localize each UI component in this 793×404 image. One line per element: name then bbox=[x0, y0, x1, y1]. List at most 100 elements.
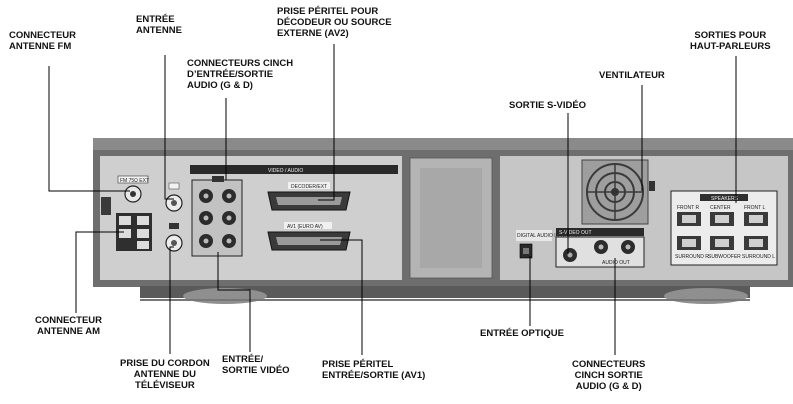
am-terminal-3 bbox=[137, 216, 149, 225]
leader-scart-av2 bbox=[318, 44, 335, 201]
label-speaker-outputs: SORTIES POUR HAUT-PARLEURS bbox=[690, 30, 771, 52]
scart-av1-pins bbox=[276, 237, 342, 245]
speaker-label-surround-r: SURROUND R bbox=[675, 254, 709, 260]
label-video-in-out-line-2: SORTIE VIDÉO bbox=[222, 365, 290, 376]
label-antenna-in-line-1: ENTRÉE bbox=[136, 14, 175, 25]
speaker-terminal-front-r-clip bbox=[682, 215, 696, 223]
label-am-antenna-line-1: CONNECTEUR bbox=[35, 315, 103, 326]
audio-out-l-core bbox=[598, 244, 604, 250]
label-svideo-out: SORTIE S-VIDÉO bbox=[509, 100, 586, 111]
speaker-terminal-subwoofer-clip bbox=[715, 239, 729, 247]
label-scart-av1-line-1: PRISE PÉRITEL bbox=[322, 359, 394, 370]
antenna-in-mark bbox=[168, 182, 180, 190]
label-speaker-outputs-line-1: SORTIES POUR bbox=[694, 30, 767, 41]
label-tv-antenna-cord-line-2: ANTENNE DU bbox=[133, 369, 196, 380]
antenna-in-core bbox=[171, 200, 177, 206]
label-scart-av2: PRISE PÉRITEL POUR DÉCODEUR OU SOURCE EX… bbox=[277, 6, 392, 39]
leader-scart-av1 bbox=[320, 239, 363, 355]
speaker-terminal-front-l: FRONT L bbox=[744, 205, 768, 226]
optical-tag-box bbox=[516, 230, 552, 241]
rca-top-tab bbox=[212, 176, 224, 182]
speaker-label-surround-l: SURROUND L bbox=[742, 254, 775, 260]
optical-in-shutter bbox=[523, 248, 529, 254]
speaker-label-front-l: FRONT L bbox=[744, 205, 766, 211]
label-fm-antenna-line-2: ANTENNE FM bbox=[9, 41, 72, 52]
label-optical-in: ENTRÉE OPTIQUE bbox=[480, 328, 564, 339]
speaker-tag-text: SPEAKERS bbox=[711, 196, 739, 202]
speaker-terminal-surround-l: SURROUND L bbox=[742, 236, 775, 260]
audio-rca-r-1-core bbox=[226, 193, 232, 199]
am-terminal-1 bbox=[119, 216, 131, 225]
fm-tag-box bbox=[117, 175, 149, 184]
optical-tag-text: DIGITAL AUDIO IN OPTICAL bbox=[517, 233, 582, 239]
am-terminal-5 bbox=[137, 241, 149, 249]
label-antenna-in: ENTRÉE ANTENNE bbox=[136, 14, 182, 36]
chassis-base bbox=[140, 286, 750, 298]
scart-upper-tag-text: DECODER/EXT bbox=[291, 184, 327, 190]
leader-lines bbox=[48, 44, 737, 355]
label-tv-antenna-cord-line-1: PRISE DU CORDON bbox=[120, 358, 210, 369]
leader-tv-cord bbox=[169, 246, 174, 354]
svideo-out-core bbox=[567, 252, 573, 258]
label-audio-rca-out: CONNECTEURS CINCH SORTIE AUDIO (G & D) bbox=[572, 359, 645, 392]
label-audio-rca-in-out-line-2: D’ENTRÉE/SORTIE bbox=[187, 69, 274, 80]
label-scart-av2-line-3: EXTERNE (AV2) bbox=[277, 28, 349, 39]
label-scart-av2-line-1: PRISE PÉRITEL POUR bbox=[277, 6, 379, 17]
speaker-tag-bar bbox=[700, 194, 748, 201]
leader-video-rca bbox=[217, 252, 251, 352]
label-audio-rca-out-line-3: AUDIO (G & D) bbox=[575, 381, 642, 392]
leader-antenna-in bbox=[164, 55, 174, 200]
speaker-output-panel bbox=[670, 190, 778, 266]
scart-lower-tag-box bbox=[284, 222, 332, 229]
speaker-terminal-front-r: FRONT R bbox=[677, 205, 701, 226]
audio-rca-r-2-core bbox=[226, 215, 232, 221]
svideo-tag-text: S-VIDEO OUT bbox=[559, 230, 592, 236]
speaker-terminal-surround-l-clip bbox=[749, 239, 763, 247]
label-svideo-out-line-1: SORTIE S-VIDÉO bbox=[509, 100, 587, 111]
blank-plate-inner bbox=[420, 168, 482, 268]
label-fan: VENTILATEUR bbox=[599, 70, 665, 81]
tv-antenna-cord-core bbox=[171, 240, 177, 246]
panel-heading-text: VIDEO / AUDIO bbox=[268, 168, 303, 174]
foot-right bbox=[664, 288, 748, 304]
svideo-tag-box bbox=[556, 228, 644, 236]
label-tv-antenna-cord: PRISE DU CORDON ANTENNE DU TÉLÉVISEUR bbox=[120, 358, 210, 391]
tv-cord-mark bbox=[169, 223, 179, 229]
label-scart-av2-line-2: DÉCODEUR OU SOURCE bbox=[277, 17, 392, 28]
label-am-antenna: CONNECTEUR ANTENNE AM bbox=[35, 315, 102, 337]
fm-tag-text: FM 75Ω EXT bbox=[120, 178, 149, 184]
video-rca-2-core bbox=[226, 238, 232, 244]
leader-fm-antenna bbox=[48, 66, 130, 192]
am-terminal-2 bbox=[119, 229, 131, 238]
label-antenna-in-line-2: ANTENNE bbox=[136, 25, 182, 36]
label-scart-av1: PRISE PÉRITEL ENTRÉE/SORTIE (AV1) bbox=[322, 359, 425, 381]
audio-out-r-core bbox=[625, 244, 631, 250]
speaker-terminal-surround-r: SURROUND R bbox=[675, 236, 709, 260]
label-video-in-out: ENTRÉE/ SORTIE VIDÉO bbox=[222, 354, 290, 376]
left-edge-jack bbox=[101, 197, 111, 215]
audio-rca-l-1-core bbox=[203, 193, 209, 199]
label-fm-antenna: CONNECTEUR ANTENNE FM bbox=[9, 30, 76, 52]
am-terminal-4 bbox=[137, 229, 149, 238]
chassis-top bbox=[93, 138, 793, 152]
label-audio-rca-out-line-2: CINCH SORTIE bbox=[574, 370, 643, 381]
label-speaker-outputs-line-2: HAUT-PARLEURS bbox=[690, 41, 771, 52]
label-fm-antenna-line-1: CONNECTEUR bbox=[9, 30, 77, 41]
label-fan-line-1: VENTILATEUR bbox=[599, 70, 665, 81]
speaker-terminal-surround-r-clip bbox=[682, 239, 696, 247]
fm-antenna-socket-core bbox=[130, 191, 136, 197]
audio-out-tag-text: AUDIO OUT bbox=[602, 260, 630, 266]
speaker-terminal-subwoofer: SUBWOOFER bbox=[708, 236, 741, 260]
scart-av2-pins bbox=[276, 197, 342, 205]
label-am-antenna-line-2: ANTENNE AM bbox=[37, 326, 100, 337]
speaker-terminal-center-clip bbox=[715, 215, 729, 223]
speaker-terminal-front-l-clip bbox=[749, 215, 763, 223]
speaker-label-subwoofer: SUBWOOFER bbox=[708, 254, 741, 260]
speaker-terminal-center: CENTER bbox=[710, 205, 734, 226]
fan-side-tab bbox=[649, 181, 655, 191]
av-header-bar bbox=[190, 165, 398, 174]
label-tv-antenna-cord-line-3: TÉLÉVISEUR bbox=[135, 380, 195, 391]
label-optical-in-line-1: ENTRÉE OPTIQUE bbox=[480, 328, 564, 339]
scart-lower-tag-text: AV1 (EURO AV) bbox=[287, 224, 323, 230]
